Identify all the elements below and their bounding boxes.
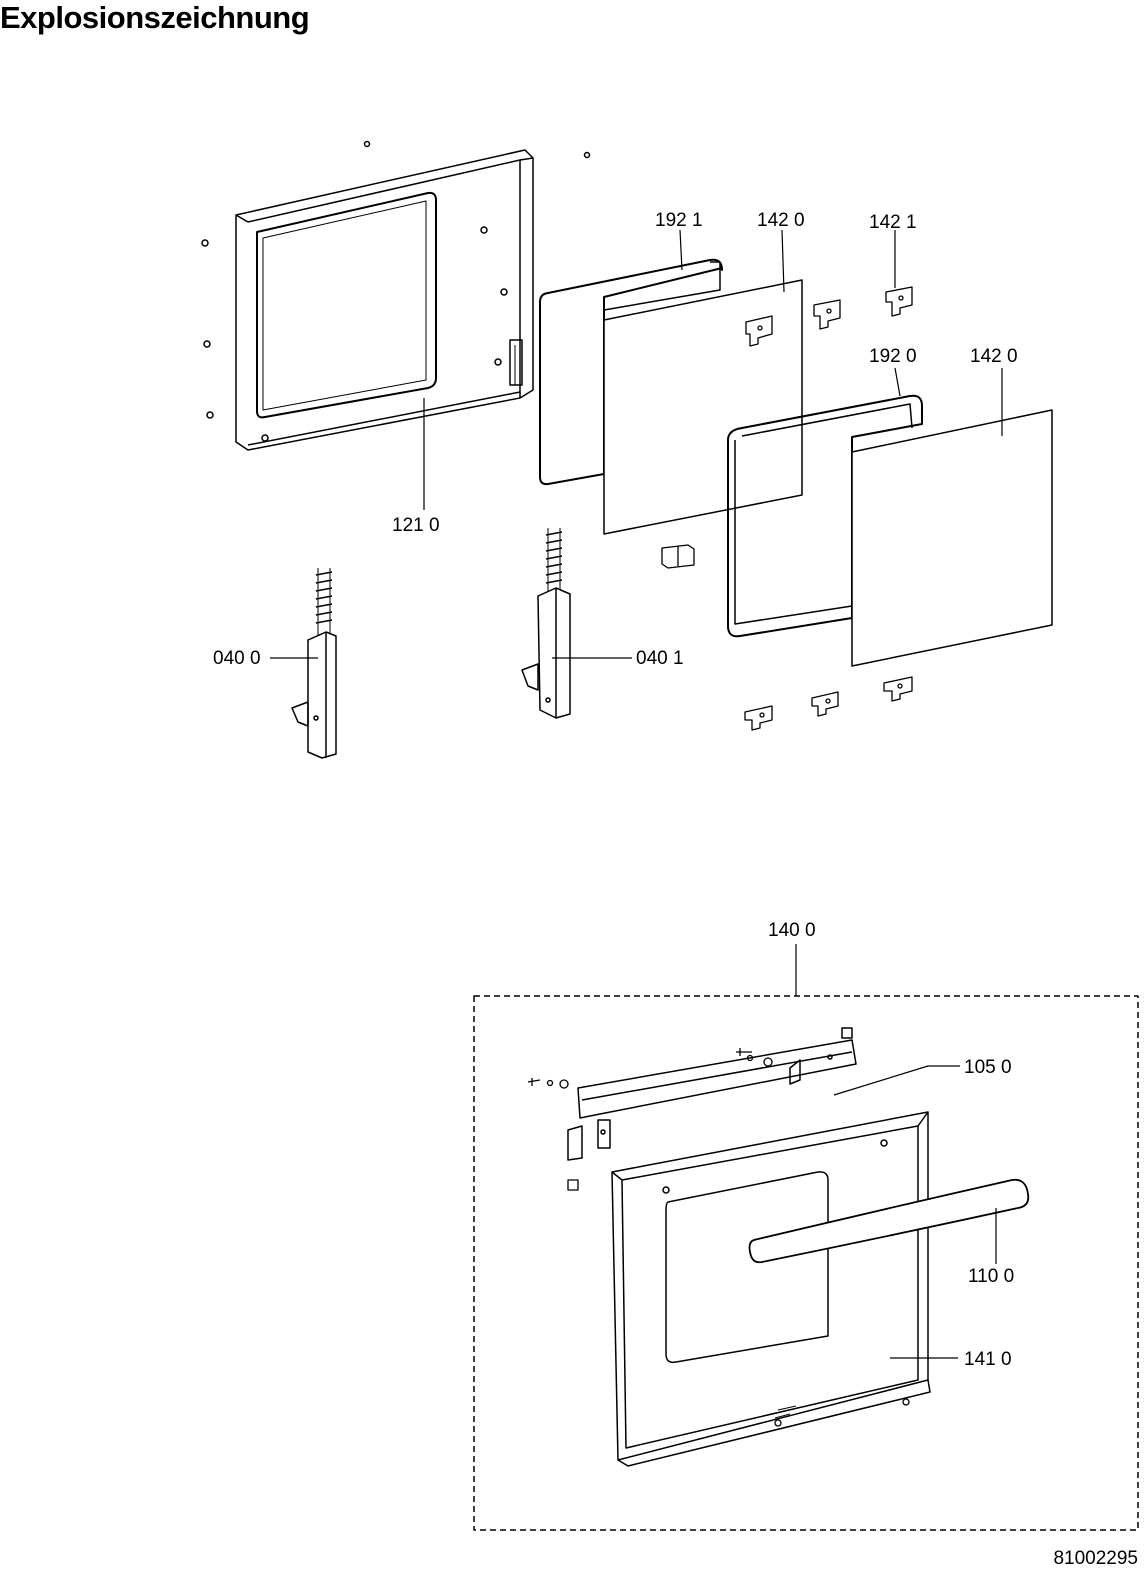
part-label: 141 0 (964, 1349, 1012, 1370)
document-number: 81002295 (1053, 1548, 1138, 1569)
part-label: 121 0 (392, 515, 440, 536)
page-title: Explosionszeichnung (0, 0, 310, 35)
door-handle (748, 1178, 1030, 1264)
part-label: 142 0 (970, 346, 1018, 367)
part-label: 192 0 (869, 346, 917, 367)
inner-door-frame (235, 149, 534, 451)
screw-icons (201, 140, 591, 419)
part-label: 140 0 (768, 920, 816, 941)
leader-lines (270, 229, 1003, 1359)
glass-pane-lower (851, 409, 1053, 667)
part-label: 105 0 (964, 1057, 1012, 1078)
outer-door (611, 1111, 931, 1467)
hinge-bar (567, 1027, 857, 1161)
part-label: 142 0 (757, 210, 805, 231)
glass-pane-upper-shape (603, 279, 803, 535)
part-label: 142 1 (869, 212, 917, 233)
part-label: 192 1 (655, 210, 703, 231)
clip-icons (661, 286, 913, 731)
door-assembly-boundary (473, 995, 1139, 1531)
part-label: 040 1 (636, 648, 684, 669)
part-labels: 192 1 142 0 142 1 192 0 142 0 121 0 040 … (213, 210, 1018, 1370)
part-label: 040 0 (213, 648, 261, 669)
part-label: 110 0 (968, 1266, 1014, 1287)
gasket-upper (539, 258, 723, 486)
hinge-left (291, 568, 337, 759)
hinge-right (521, 528, 571, 719)
gasket-lower (727, 394, 923, 638)
